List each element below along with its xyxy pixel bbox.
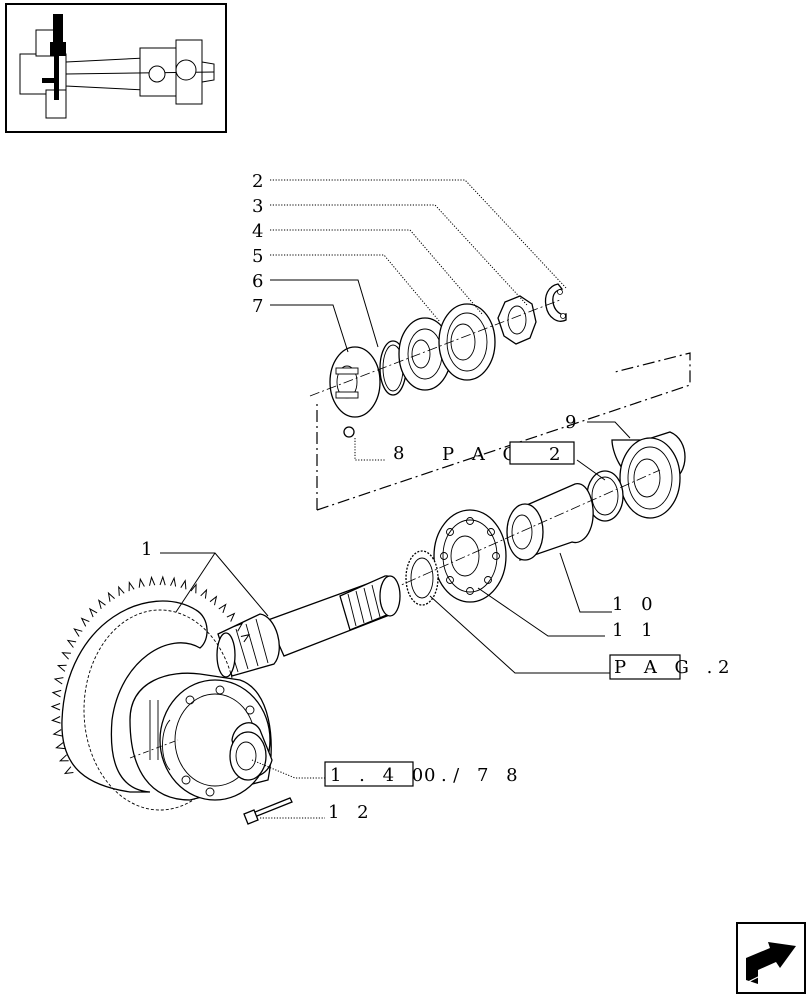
gear-tooth	[107, 591, 115, 602]
differential-housing-part	[129, 672, 273, 801]
pinion-shaft-part	[216, 575, 401, 678]
pag-lower-number: 2	[718, 657, 735, 678]
pag-lower-label: P A G .	[614, 657, 718, 678]
shim-ring-inner	[410, 557, 434, 599]
pag-lower-box	[609, 654, 681, 680]
gear-tooth	[58, 754, 69, 762]
gear-tooth	[61, 652, 71, 660]
gear-tooth	[234, 622, 244, 632]
clip-part	[544, 283, 567, 322]
crown-wheel-teeth	[50, 575, 251, 775]
callout-11: 1 1	[612, 620, 659, 641]
callout-6: 6	[252, 271, 269, 292]
nut-part	[497, 295, 537, 345]
gear-tooth	[128, 580, 135, 592]
gear-tooth	[73, 628, 83, 637]
callout-1: 1	[141, 539, 158, 560]
assembly-boundary	[316, 352, 691, 511]
gear-tooth	[190, 583, 197, 594]
bolt-axis	[129, 739, 179, 759]
sleeve-part-10	[506, 483, 594, 561]
pag-upper-number: 2	[549, 444, 566, 465]
bearing-part-11	[433, 509, 507, 603]
ball-part	[343, 426, 355, 438]
gear-tooth	[51, 689, 62, 698]
gear-tooth	[97, 599, 106, 610]
gear-tooth	[50, 703, 61, 711]
pag-upper-box	[509, 441, 575, 465]
gear-tooth	[66, 639, 77, 648]
gear-tooth	[63, 766, 74, 775]
callout-9: 9	[565, 412, 582, 433]
bearing-part-upper	[438, 303, 496, 381]
gear-tooth	[209, 595, 218, 606]
split-ring-part	[329, 346, 381, 418]
gear-tooth	[138, 577, 145, 588]
axle-assembly-thumbnail[interactable]	[5, 3, 227, 133]
lower-axis	[389, 469, 661, 591]
callout-5: 5	[252, 246, 269, 267]
gear-tooth	[149, 575, 156, 586]
callout-8: 8	[393, 443, 410, 464]
next-page-arrow-icon[interactable]	[736, 922, 806, 994]
gear-tooth	[80, 617, 90, 627]
gear-tooth	[159, 575, 166, 586]
pag-reference-upper[interactable]: P A G . 2	[442, 441, 575, 465]
gear-tooth	[56, 664, 67, 672]
gear-tooth	[240, 633, 251, 643]
section-box	[324, 761, 414, 787]
pag-reference-lower[interactable]: P A G . 2	[609, 654, 735, 680]
callout-10: 1 0	[612, 594, 659, 615]
bearing-part-9	[611, 431, 686, 519]
callout-2: 2	[252, 171, 269, 192]
callout-4: 4	[252, 221, 269, 242]
callout-7: 7	[252, 296, 269, 317]
upper-axis	[309, 299, 561, 397]
section-reference[interactable]: 1 . 4 0 . 0 / 7 8	[324, 761, 524, 787]
gear-tooth	[50, 716, 61, 724]
gear-tooth	[200, 588, 208, 599]
gear-tooth	[88, 607, 98, 618]
callout-12: 1 2	[328, 802, 375, 823]
gear-tooth	[52, 729, 63, 737]
gear-tooth	[218, 603, 227, 614]
gear-tooth	[180, 579, 187, 590]
gear-tooth	[170, 576, 177, 587]
callout-3: 3	[252, 196, 269, 217]
gear-tooth	[55, 742, 65, 750]
gear-tooth	[118, 585, 125, 596]
snap-ring-inner	[591, 476, 619, 516]
gear-tooth	[53, 677, 64, 685]
leader-lines	[160, 179, 631, 819]
gear-tooth	[226, 612, 236, 622]
section-label: 1 . 4 0 .	[330, 765, 453, 786]
bolt-part	[243, 797, 293, 825]
section-suffix: 0 / 7 8	[424, 765, 524, 786]
